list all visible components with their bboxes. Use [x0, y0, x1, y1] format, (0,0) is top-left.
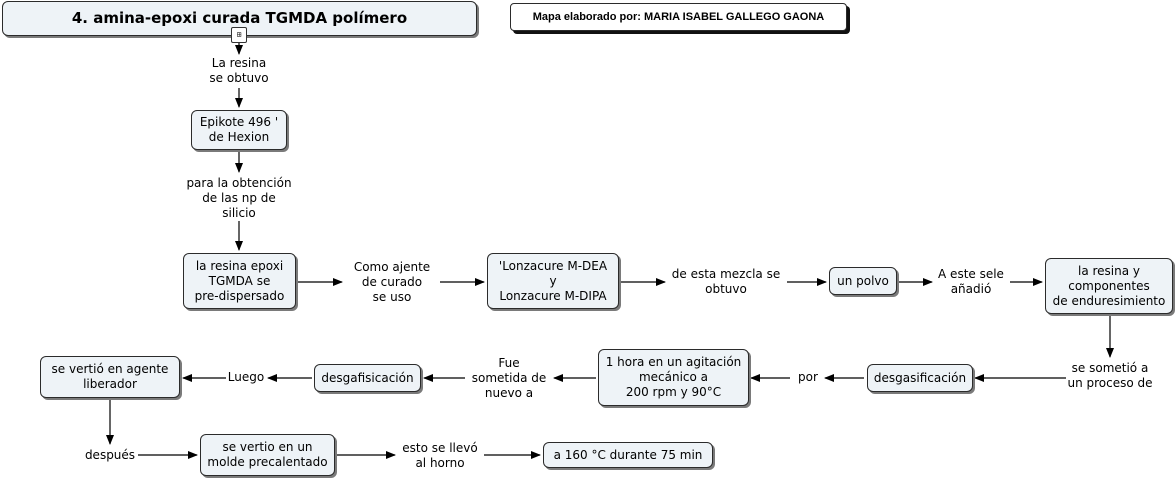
node-agente[interactable]: se vertió en agente liberador — [40, 356, 180, 398]
link-despues: después — [84, 448, 136, 462]
link-sometio: se sometió a un proceso de — [1067, 361, 1153, 390]
link-fue: Fue sometida de nuevo a — [471, 356, 547, 400]
node-resina-epoxi[interactable]: la resina epoxi TGMDA se pre-dispersado — [183, 253, 296, 309]
node-desgasificacion[interactable]: desgasificación — [867, 364, 973, 392]
node-horno[interactable]: a 160 °C durante 75 min — [543, 442, 713, 468]
node-polvo[interactable]: un polvo — [829, 267, 897, 295]
concept-map-icon[interactable]: ⊞ — [231, 27, 247, 43]
link-mezcla: de esta mezcla se obtuvo — [671, 267, 781, 296]
node-epikote[interactable]: Epikote 496 ' de Hexion — [191, 110, 287, 150]
link-por: por — [798, 370, 818, 384]
node-resina-componentes[interactable]: la resina y componentes de enduresimient… — [1045, 258, 1173, 314]
link-obtencion: para la obtención de las np de silicio — [186, 176, 292, 220]
link-luego: Luego — [227, 370, 265, 384]
link-ajente: Como ajente de curado se uso — [353, 260, 431, 304]
link-obtuvo: La resina se obtuvo — [209, 56, 269, 85]
node-molde[interactable]: se vertio en un molde precalentado — [200, 434, 335, 476]
node-lonzacure[interactable]: 'Lonzacure M-DEA y Lonzacure M-DIPA — [487, 253, 619, 309]
node-desgafisicacion[interactable]: desgafisicación — [314, 364, 421, 392]
node-agitacion[interactable]: 1 hora en un agitación mecánico a 200 rp… — [598, 349, 749, 406]
link-anadio: A este sele añadió — [938, 267, 1004, 296]
link-llevo: esto se llevó al horno — [402, 441, 478, 470]
author-credit: Mapa elaborado por: MARIA ISABEL GALLEGO… — [510, 3, 847, 31]
